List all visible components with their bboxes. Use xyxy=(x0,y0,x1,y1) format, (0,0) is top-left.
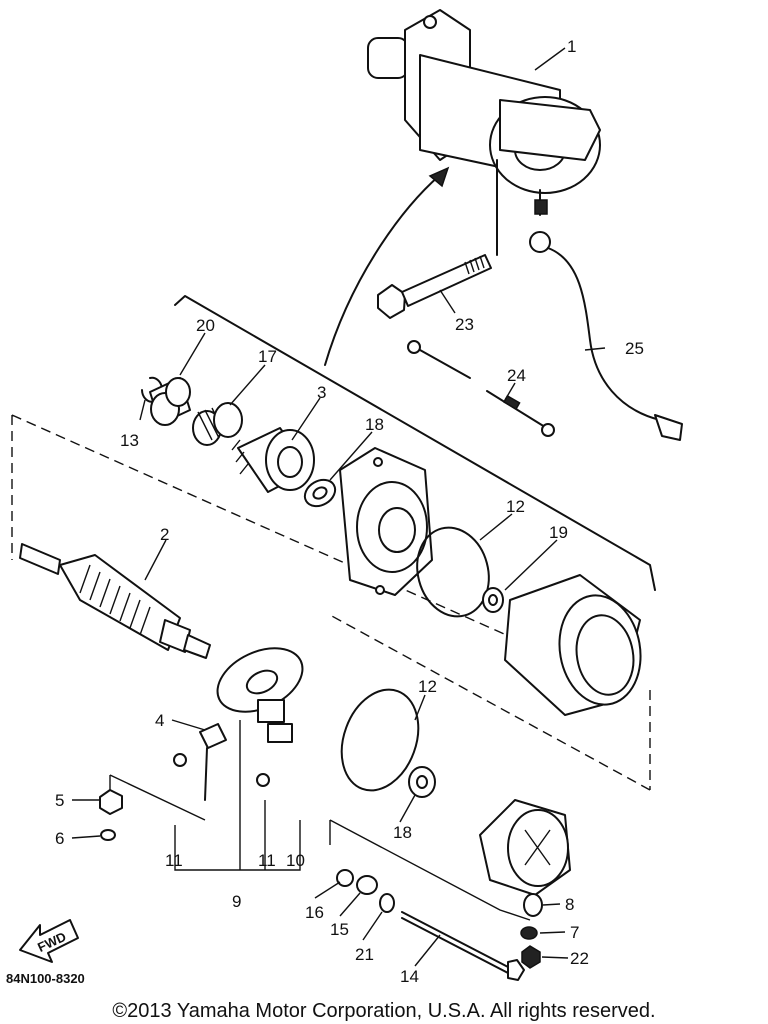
armature xyxy=(19,543,211,659)
callout-7: 7 xyxy=(570,923,579,942)
washer-21 xyxy=(379,893,395,913)
callout-19: 19 xyxy=(549,523,568,542)
callout-4: 4 xyxy=(155,711,164,730)
o-ring-upper xyxy=(416,526,490,618)
washer-15 xyxy=(356,875,378,895)
callout-23: 23 xyxy=(455,315,474,334)
callout-22: 22 xyxy=(570,949,589,968)
callout-18b: 18 xyxy=(393,823,412,842)
assembly-dashed-line xyxy=(11,414,651,791)
yoke xyxy=(504,574,642,716)
callout-10: 10 xyxy=(286,851,305,870)
terminal-washer xyxy=(100,829,116,841)
front-group-bracket xyxy=(174,295,656,591)
callout-25: 25 xyxy=(625,339,644,358)
callout-12a: 12 xyxy=(506,497,525,516)
front-cover xyxy=(339,447,433,596)
insulator xyxy=(523,893,543,917)
assembly-arrow xyxy=(324,174,441,366)
callout-15: 15 xyxy=(330,920,349,939)
callout-18a: 18 xyxy=(365,415,384,434)
fwd-arrow: FWD xyxy=(19,919,79,963)
callout-17: 17 xyxy=(258,347,277,366)
callout-24: 24 xyxy=(507,366,526,385)
nut-22 xyxy=(521,945,541,969)
lead-wire xyxy=(529,231,683,441)
callout-5: 5 xyxy=(55,791,64,810)
brush-group-bracket xyxy=(174,720,301,871)
copyright-notice: ©2013 Yamaha Motor Corporation, U.S.A. A… xyxy=(112,1000,656,1022)
diagram-code: 84N100-8320 xyxy=(6,971,85,986)
washer-upper xyxy=(303,478,337,508)
callout-20: 20 xyxy=(196,316,215,335)
callouts: 1 2 3 4 5 6 7 8 9 10 11 11 11 12 12 13 1… xyxy=(55,37,644,986)
terminal-group-bracket xyxy=(109,774,206,821)
callout-9: 9 xyxy=(232,892,241,911)
washer-16 xyxy=(336,869,354,887)
starter-motor-assembly xyxy=(367,9,601,216)
collar xyxy=(149,377,191,426)
washer-7 xyxy=(520,926,538,940)
callout-21: 21 xyxy=(355,945,374,964)
callout-11a: 11 xyxy=(165,851,183,870)
terminal-nut xyxy=(99,789,123,815)
callout-16: 16 xyxy=(305,903,324,922)
brush-washer xyxy=(256,773,270,787)
callout-3: 3 xyxy=(317,383,326,402)
small-rod xyxy=(407,340,555,437)
callout-11b: 11 xyxy=(258,851,276,870)
spring xyxy=(192,402,243,446)
thrust-washer xyxy=(482,587,504,613)
brush-plate xyxy=(216,647,304,743)
rear-cover xyxy=(479,799,571,896)
callout-14: 14 xyxy=(400,967,419,986)
rear-group-bracket xyxy=(329,819,531,921)
brush xyxy=(173,723,227,801)
through-bolt xyxy=(401,911,525,981)
callout-12b: 12 xyxy=(418,677,437,696)
callout-13: 13 xyxy=(120,431,139,450)
clutch-gear xyxy=(231,427,315,493)
callout-2: 2 xyxy=(160,525,169,544)
exploded-parts-diagram: FWD 84N100-8320 1 2 3 4 5 6 xyxy=(6,9,683,986)
o-ring-lower xyxy=(340,688,420,792)
washer-lower xyxy=(408,766,436,798)
long-bolt xyxy=(377,159,498,319)
callout-8: 8 xyxy=(565,895,574,914)
callout-6: 6 xyxy=(55,829,64,848)
callout-1: 1 xyxy=(567,37,576,56)
leader-lines xyxy=(71,47,606,967)
